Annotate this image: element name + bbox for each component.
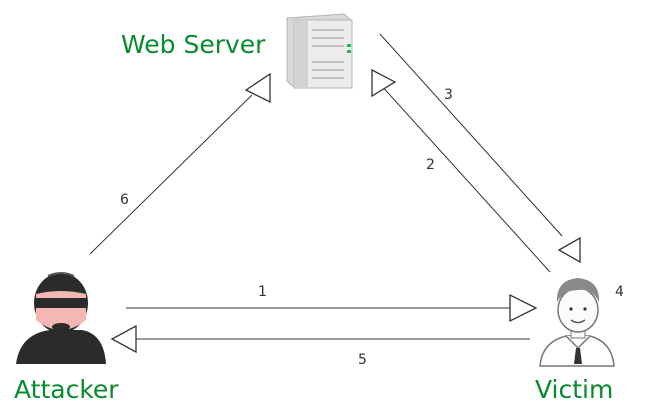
edge-6-arrowhead bbox=[244, 72, 271, 104]
user-icon bbox=[539, 278, 615, 367]
web-server-label: Web Server bbox=[121, 30, 266, 59]
edge-3-line bbox=[379, 33, 563, 237]
edge-5-arrowhead bbox=[110, 324, 137, 354]
edge-3-arrowhead bbox=[557, 236, 581, 264]
step-number-6: 6 bbox=[120, 192, 129, 208]
edge-2-line bbox=[379, 83, 551, 273]
edge-6-line bbox=[89, 94, 253, 255]
step-number-3: 3 bbox=[444, 87, 453, 103]
step-number-2: 2 bbox=[426, 157, 435, 173]
attacker-label: Attacker bbox=[14, 375, 119, 404]
hacker-icon bbox=[16, 272, 106, 364]
server-icon bbox=[286, 13, 353, 89]
edge-1-arrowhead bbox=[509, 293, 538, 323]
edge-2-arrowhead bbox=[371, 68, 397, 98]
step-number-5: 5 bbox=[358, 352, 367, 368]
step-number-1: 1 bbox=[258, 284, 267, 300]
step-number-4: 4 bbox=[615, 284, 624, 300]
victim-label: Victim bbox=[535, 375, 614, 404]
